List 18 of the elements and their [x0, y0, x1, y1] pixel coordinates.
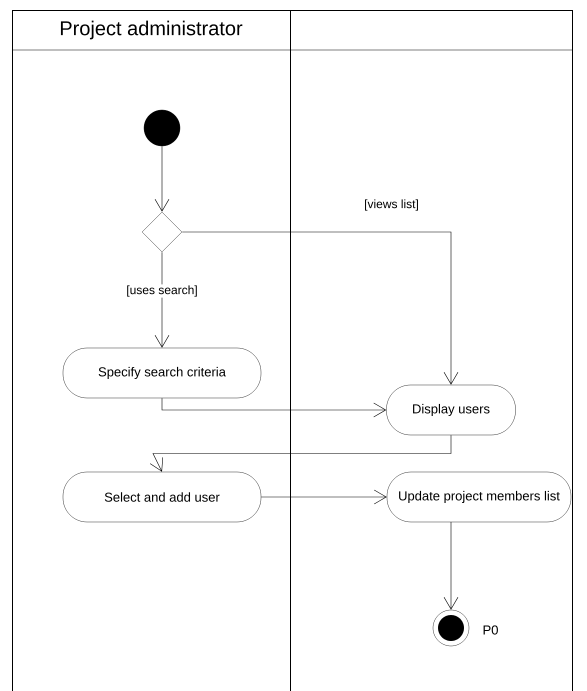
end-node [432, 610, 470, 646]
start-node [144, 110, 180, 146]
action-box: Specify search criteria [62, 348, 262, 398]
swimlane [290, 10, 573, 691]
node-caption: P0 [484, 625, 498, 635]
arrow [444, 522, 458, 610]
arrow [162, 398, 386, 418]
edge-label: [views list] [363, 198, 420, 212]
edge-label: [uses search] [125, 284, 199, 298]
decision-diamond [142, 212, 182, 252]
arrow [182, 232, 458, 385]
action-box: Select and add user [62, 472, 262, 522]
arrow [154, 146, 170, 212]
arrow [150, 434, 452, 472]
action-box: Display users [386, 384, 516, 436]
arrow [260, 490, 387, 504]
arrow [154, 252, 170, 348]
action-box: Update project members list [386, 472, 572, 522]
